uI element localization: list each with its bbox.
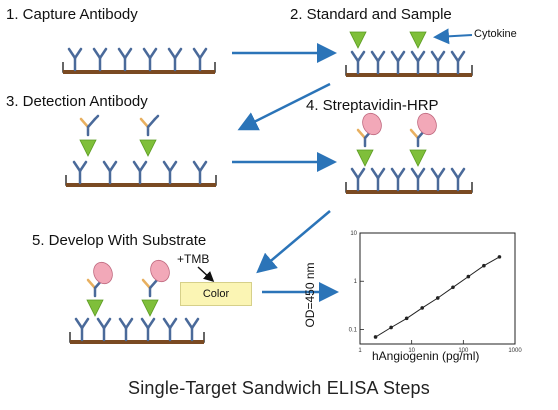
well-plate [65, 175, 217, 187]
step-4-label: 4. Streptavidin-HRP [306, 97, 439, 114]
capture-antibody [350, 50, 366, 75]
x-axis-label: hAngiogenin (pg/ml) [372, 349, 480, 363]
capture-antibody [192, 160, 208, 185]
data-point [497, 255, 502, 259]
analyte-triangle [79, 139, 97, 157]
capture-antibody [430, 167, 446, 192]
capture-antibody [184, 317, 200, 342]
capture-antibody [390, 167, 406, 192]
x-tick-label: 1 [358, 348, 362, 354]
analyte-triangle [141, 299, 159, 317]
well-plate [62, 62, 216, 74]
step-3-label: 3. Detection Antibody [6, 93, 148, 110]
data-point [420, 306, 425, 310]
capture-antibody [92, 47, 108, 72]
analyte-triangle [409, 149, 427, 167]
detection-antibody [139, 114, 160, 137]
capture-antibody [430, 50, 446, 75]
arrow-cytokine [433, 28, 473, 45]
capture-antibody [67, 47, 83, 72]
data-point [404, 316, 409, 321]
hrp-enzyme [93, 261, 113, 285]
analyte-triangle [349, 31, 367, 49]
data-point [451, 285, 455, 290]
arrow-tmb [197, 266, 215, 283]
capture-antibody [162, 317, 178, 342]
step-5-label: 5. Develop With Substrate [32, 232, 207, 249]
figure-caption: Single-Target Sandwich ELISA Steps [128, 378, 430, 398]
x-tick-label: 10 [408, 348, 415, 354]
capture-antibody [117, 47, 133, 72]
y-axis-label: OD=450 nm [303, 262, 317, 328]
hrp-enzyme [362, 112, 382, 136]
y-tick-label: 0.1 [349, 327, 358, 333]
analyte-triangle [139, 139, 157, 157]
capture-antibody [390, 50, 406, 75]
well-plate [69, 332, 205, 344]
capture-antibody [192, 47, 208, 72]
data-point [389, 325, 393, 330]
data-point [373, 335, 378, 339]
step-2-label: 2. Standard and Sample [290, 6, 452, 23]
color-box: Color [180, 282, 252, 306]
arrow-step4-to-5 [256, 210, 331, 274]
capture-antibody [370, 50, 386, 75]
capture-antibody [96, 317, 112, 342]
capture-antibody [410, 50, 426, 75]
capture-antibody [142, 47, 158, 72]
capture-antibody [118, 317, 134, 342]
capture-antibody [450, 167, 466, 192]
arrow-step2-to-3 [237, 82, 331, 131]
standard-curve-graph: 1 10 100 1000 0.1 1 10 [349, 231, 523, 354]
hrp-enzyme [150, 259, 170, 283]
data-point [435, 296, 440, 300]
plot-frame [359, 232, 516, 345]
capture-antibody [450, 50, 466, 75]
capture-antibody [140, 317, 156, 342]
capture-antibody [370, 167, 386, 192]
capture-antibody [410, 167, 426, 192]
capture-antibody [350, 167, 366, 192]
detection-antibody [79, 114, 100, 137]
tmb-label: +TMB [177, 252, 210, 266]
hrp-enzyme [417, 112, 437, 136]
x-tick-label: 1000 [508, 348, 522, 354]
y-tick-label: 1 [354, 279, 358, 285]
capture-antibody [102, 160, 118, 185]
analyte-triangle [356, 149, 374, 167]
capture-antibody [167, 47, 183, 72]
capture-antibody [132, 160, 148, 185]
cytokine-label: Cytokine [474, 28, 517, 40]
capture-antibody [72, 160, 88, 185]
analyte-triangle [409, 31, 427, 49]
data-point [482, 263, 486, 268]
y-tick-label: 10 [350, 231, 357, 237]
capture-antibody [74, 317, 90, 342]
step-1-label: 1. Capture Antibody [6, 6, 138, 23]
well-plate [345, 182, 473, 194]
analyte-triangle [86, 299, 104, 317]
well-plate [345, 65, 473, 77]
x-tick-label: 100 [458, 348, 469, 354]
capture-antibody [162, 160, 178, 185]
data-point [466, 274, 471, 279]
